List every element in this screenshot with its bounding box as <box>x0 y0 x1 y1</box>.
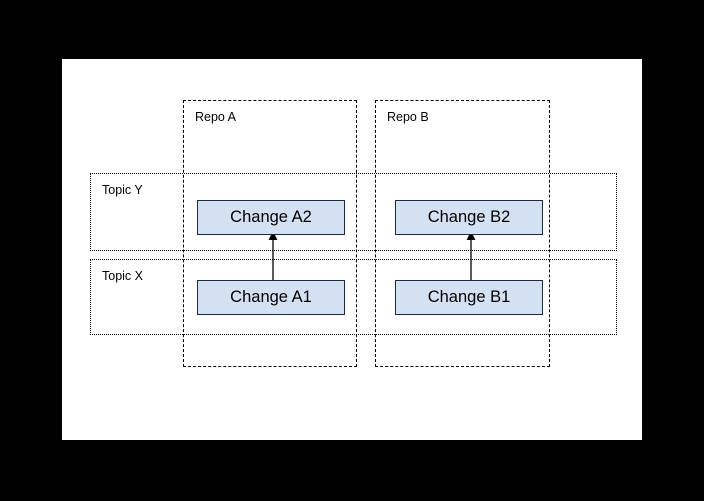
edge-change-a1-to-change-a2 <box>268 230 278 281</box>
repo-group-a-label: Repo A <box>195 110 237 124</box>
topic-group-x[interactable]: Topic X <box>90 259 617 335</box>
node-change-b1-label: Change B1 <box>427 288 511 306</box>
repo-group-b-label: Repo B <box>387 110 429 124</box>
node-change-a1[interactable]: Change A1 <box>197 280 345 315</box>
node-change-a2-label: Change A2 <box>230 208 312 226</box>
node-change-b1[interactable]: Change B1 <box>395 280 543 315</box>
node-change-a2[interactable]: Change A2 <box>197 200 345 235</box>
node-change-b2-label: Change B2 <box>427 208 511 226</box>
repo-group-b[interactable]: Repo B <box>375 100 550 367</box>
topic-group-x-label: Topic X <box>102 269 143 283</box>
node-change-b2[interactable]: Change B2 <box>395 200 543 235</box>
topic-group-y-label: Topic Y <box>102 183 143 197</box>
diagram-canvas: Topic Y Topic X Repo A Repo B Change A2 <box>62 59 642 440</box>
node-change-a1-label: Change A1 <box>230 288 312 306</box>
repo-group-a[interactable]: Repo A <box>183 100 357 367</box>
topic-group-y[interactable]: Topic Y <box>90 173 617 251</box>
edge-change-b1-to-change-b2 <box>466 230 476 281</box>
